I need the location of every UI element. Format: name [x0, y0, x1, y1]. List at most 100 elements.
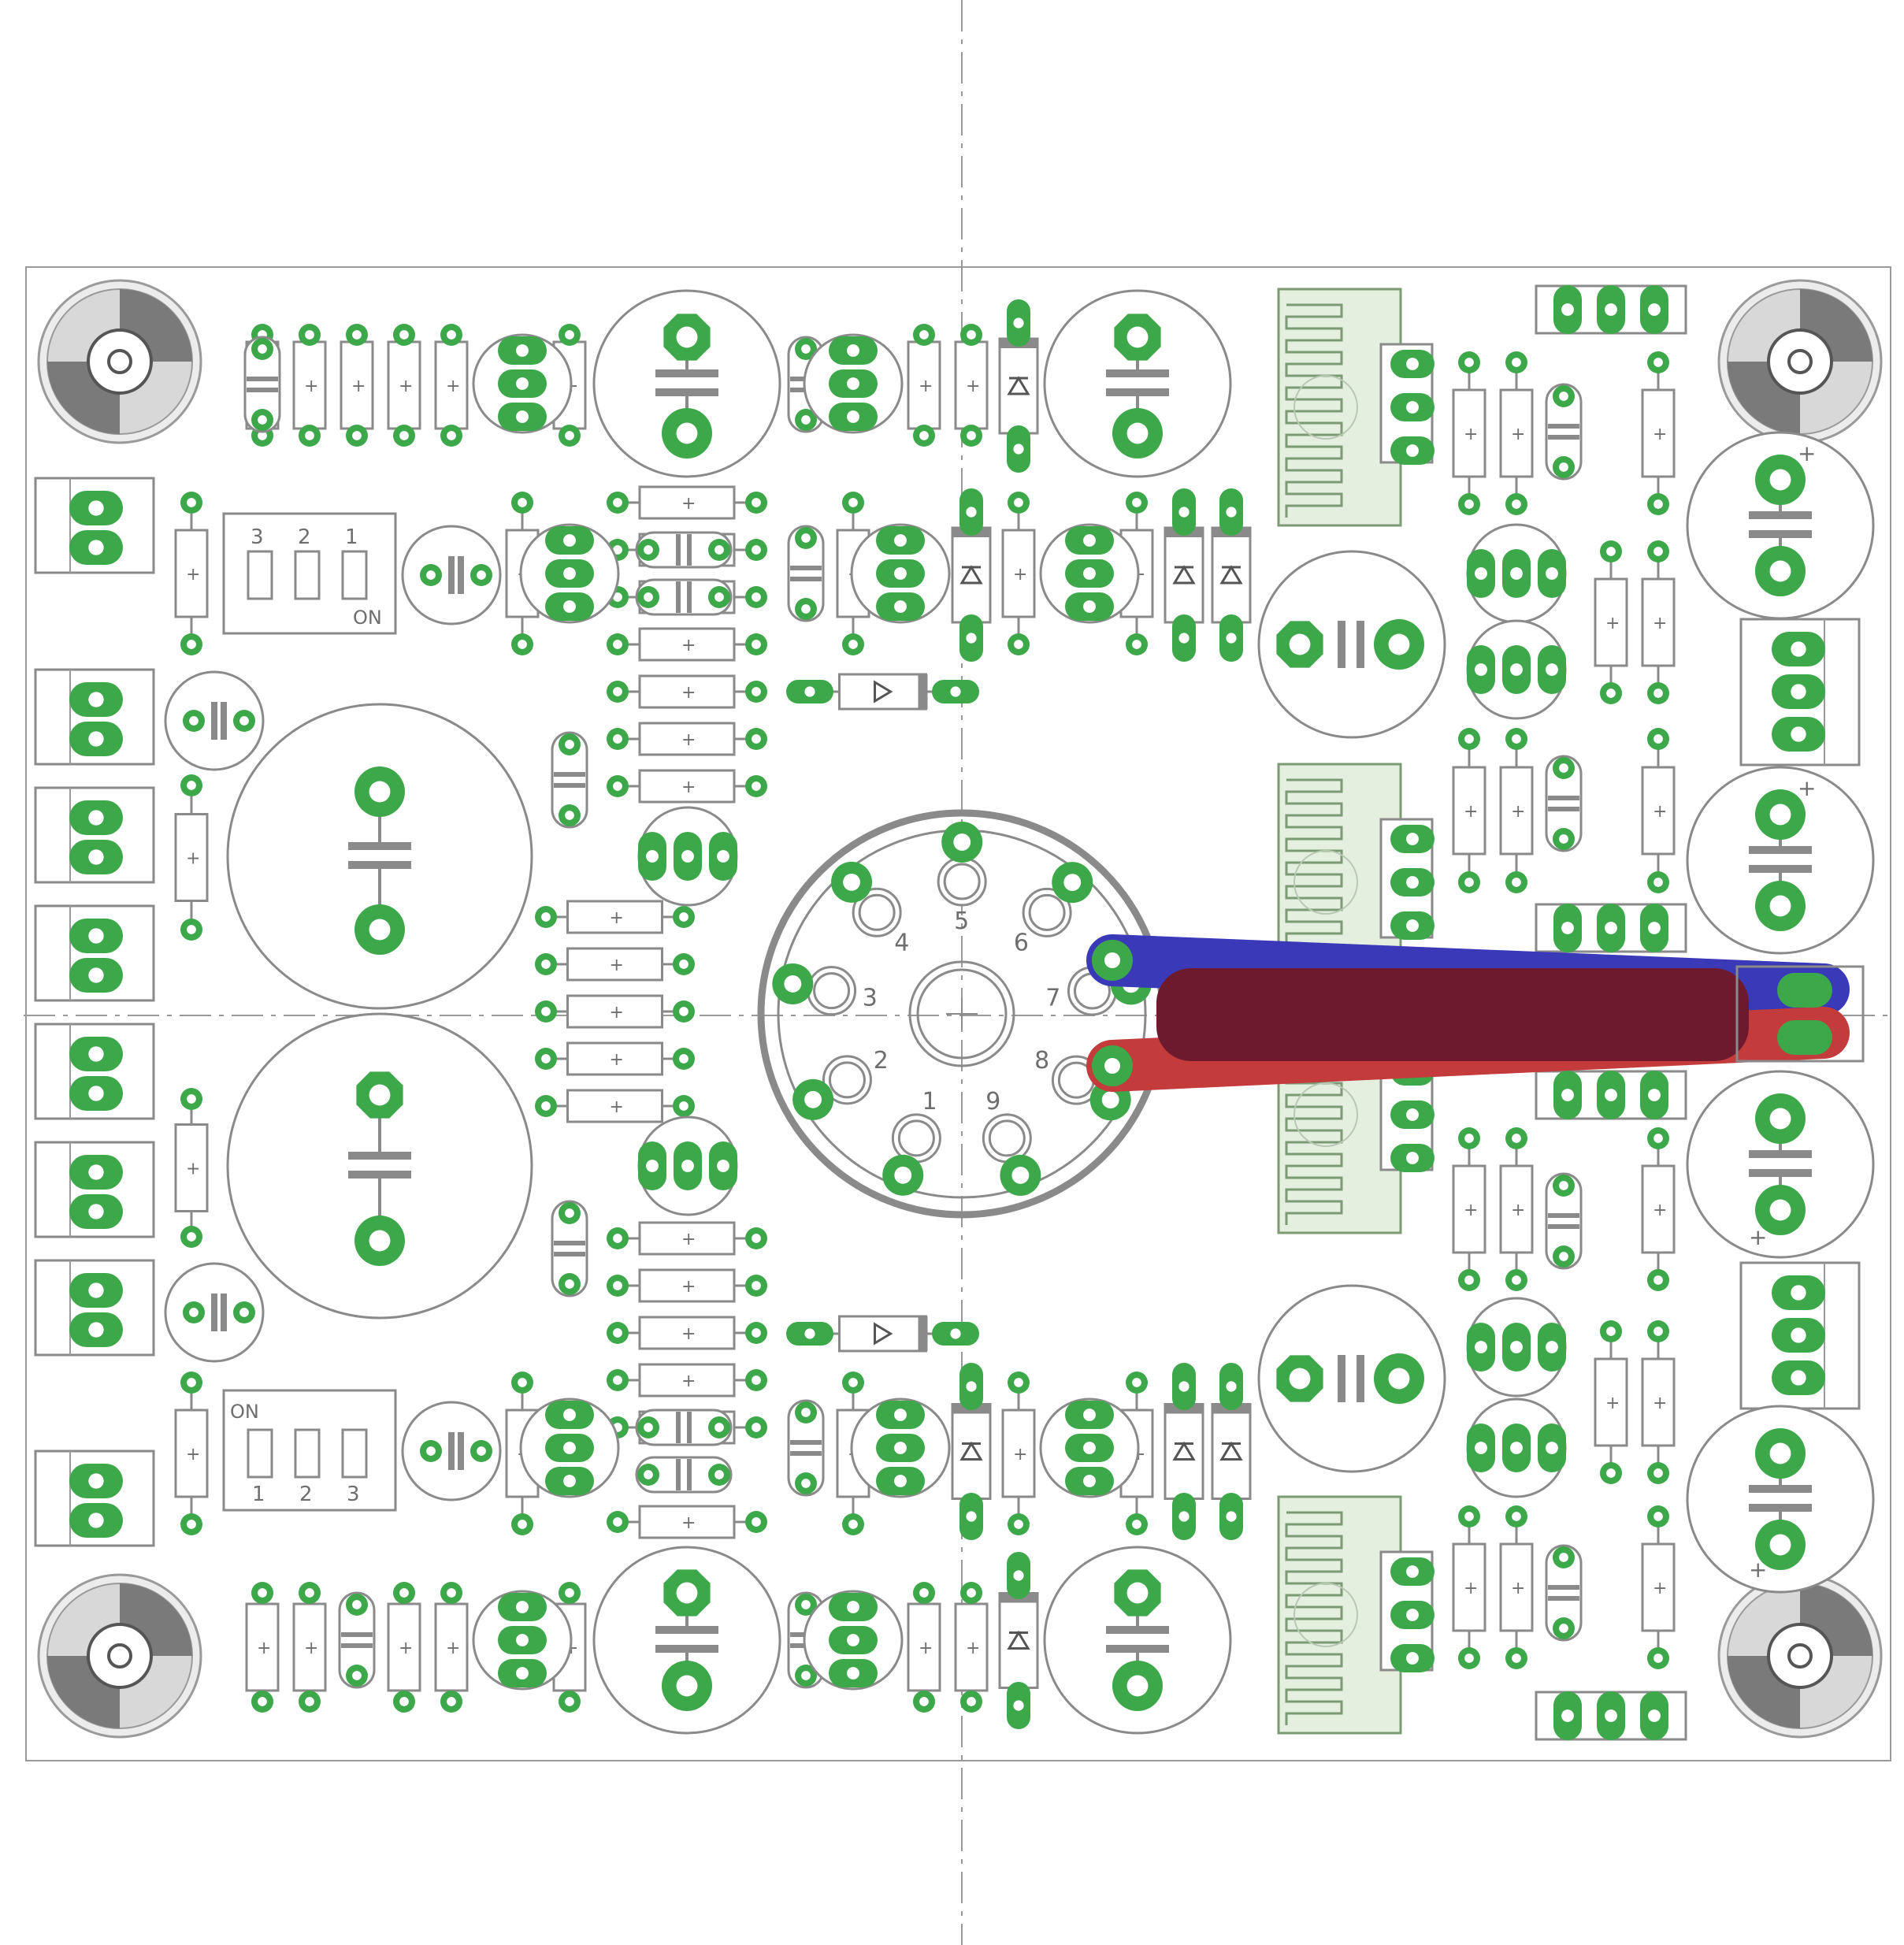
electrolytic-capacitor [226, 1012, 533, 1320]
pad-hole [516, 1634, 529, 1646]
dip-top-num-1: 1 [345, 525, 358, 549]
pad-hole [516, 1667, 529, 1680]
resistor: + [387, 1582, 421, 1713]
pad-hole [919, 431, 929, 440]
pad-hole [681, 1160, 694, 1172]
cap-plate [1749, 865, 1812, 873]
pad-hole [1510, 663, 1523, 676]
film-capacitor [1545, 755, 1583, 852]
cap-outline [1043, 289, 1232, 478]
pad-hole [1769, 1534, 1791, 1556]
cap-plate [1106, 1645, 1169, 1653]
resistor-mark: + [681, 730, 696, 750]
diode-band [918, 1316, 928, 1351]
pad-hole [1605, 303, 1617, 316]
pad-hole [1406, 444, 1419, 457]
pad-hole [1406, 919, 1419, 932]
cap-plate [1749, 1169, 1812, 1177]
film-capacitor [551, 1200, 588, 1297]
transistors [472, 284, 1687, 1741]
resistor: + [607, 722, 767, 756]
pad-hole [541, 1101, 551, 1111]
pad-hole [681, 850, 694, 863]
diode-symbol [1007, 376, 1030, 395]
pad-hole [1126, 1582, 1149, 1604]
cap-plate [790, 1440, 822, 1445]
resistor: + [340, 324, 374, 447]
mounting-hole [37, 1573, 202, 1739]
heatsink-fins [1285, 303, 1343, 518]
pad-hole [613, 1517, 622, 1527]
pad-hole [679, 1054, 688, 1063]
cap-outline [243, 336, 281, 433]
transistor [1039, 523, 1140, 624]
resistor-mark: + [681, 1230, 696, 1249]
pad-hole [1475, 663, 1487, 676]
cap-plate [348, 842, 411, 850]
diode-body [998, 337, 1039, 435]
pad-hole [1559, 1252, 1568, 1261]
pad-hole [714, 1423, 724, 1432]
pad-hole [752, 1328, 761, 1338]
cap-plate [554, 772, 585, 777]
resistor-body [434, 1602, 469, 1692]
electrolytic-capacitor [1257, 1284, 1446, 1473]
resistor: + [535, 900, 695, 934]
pad-hole [1791, 726, 1806, 742]
pad-hole [1083, 567, 1096, 580]
cap-plate [1749, 511, 1812, 519]
resistor-body [1641, 577, 1676, 667]
pad-hole [1406, 1609, 1419, 1621]
resistor-mark: + [1511, 425, 1525, 444]
pad-hole [1512, 878, 1521, 887]
resistor-mark: + [1013, 565, 1027, 585]
pad-hole [305, 1697, 314, 1706]
electrolytic-capacitor [592, 1546, 781, 1735]
polarity-plus-mark: + [1749, 1557, 1767, 1583]
resistor: + [607, 1363, 767, 1398]
pad-hole [1464, 734, 1474, 744]
pad-hole [187, 925, 196, 934]
diode-body [998, 1592, 1039, 1689]
pad-hole [752, 1281, 761, 1290]
pad-hole [801, 604, 811, 614]
pad-hole [1546, 663, 1558, 676]
resistor: + [245, 1582, 280, 1713]
cap-outline [635, 1409, 733, 1446]
diode-body [1164, 1403, 1204, 1500]
transistor [1535, 1070, 1687, 1120]
resistor-mark: + [1653, 1394, 1667, 1413]
socket-pin: 1 [882, 1088, 941, 1196]
resistor: + [1452, 728, 1486, 893]
resistor: + [1499, 351, 1534, 515]
resistor-body [174, 1123, 209, 1212]
resistor-body [638, 485, 736, 520]
pad-hole [1011, 1167, 1030, 1184]
diode-symbol [874, 1322, 893, 1346]
resistor-mark: + [186, 1445, 200, 1464]
pad-hole [1561, 303, 1574, 316]
pad-hole [1512, 1654, 1521, 1663]
pad-hole [613, 781, 622, 791]
terminal-block [34, 1141, 155, 1238]
film-capacitor [551, 731, 588, 829]
heatsink-mount [1293, 1583, 1358, 1647]
dip-top-num-2: 2 [298, 525, 311, 549]
pad-hole [1101, 1091, 1119, 1109]
heatsink-mount [1293, 375, 1358, 440]
resistor: + [387, 324, 421, 447]
resistor: + [1499, 1127, 1534, 1291]
pad-hole [516, 1601, 529, 1613]
resistor: + [1001, 1372, 1036, 1535]
pad-hole [565, 330, 574, 340]
cap-outline [635, 578, 733, 616]
cap-plate [676, 534, 681, 566]
resistor: + [434, 1582, 469, 1713]
pad-hole [1388, 1368, 1410, 1390]
pad-hole [1083, 1475, 1096, 1487]
resistor-body [638, 769, 736, 804]
pad-hole [1653, 1654, 1663, 1663]
resistor: + [607, 1316, 767, 1350]
electrolytic-capacitor [1686, 431, 1875, 620]
